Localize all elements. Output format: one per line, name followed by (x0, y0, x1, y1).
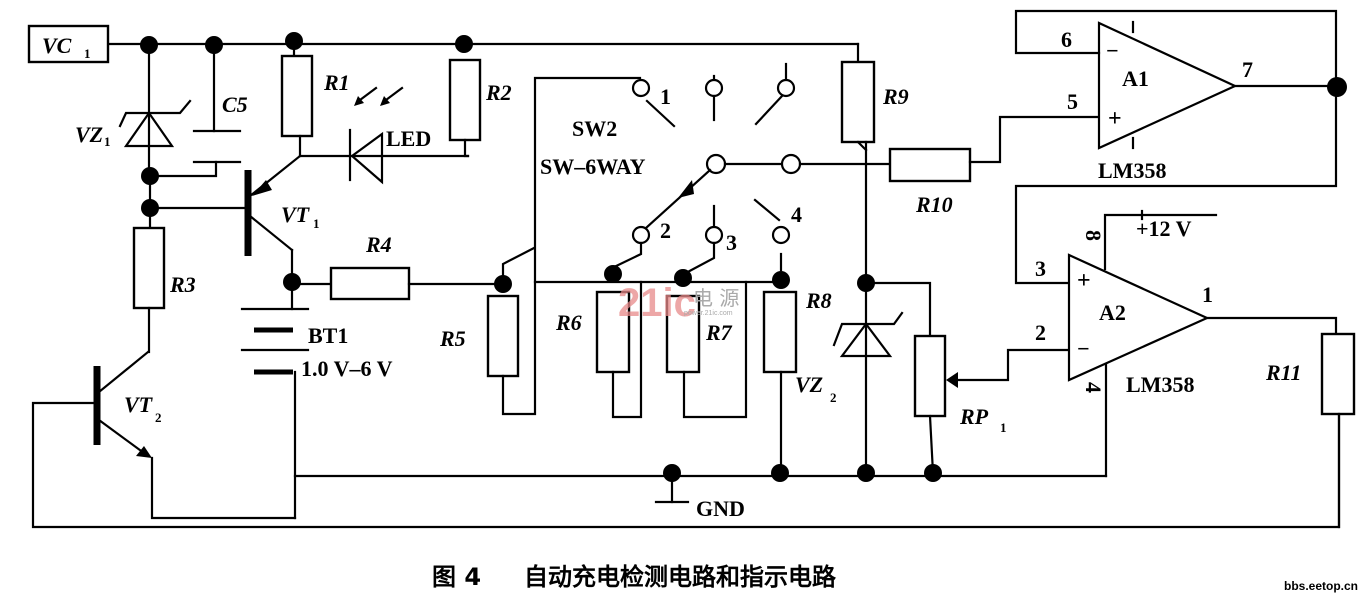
potentiometer-rp1 (864, 281, 1070, 475)
switch-contact-3 (704, 225, 724, 245)
a1-name: A1 (1122, 66, 1149, 91)
a2-minus: − (1077, 336, 1090, 361)
a2-pin-8: 8 (1081, 230, 1106, 241)
resistor-r6 (595, 280, 643, 419)
watermark-cn: 电 源 (693, 286, 739, 310)
figure-number: 图 4 (432, 563, 481, 591)
vc1-label: VC (42, 33, 72, 58)
r1-label: R1 (323, 70, 350, 95)
op-amp-a1 (1014, 9, 1338, 285)
vt2-label: VT (124, 392, 154, 417)
switch-position-2: 2 (660, 218, 671, 243)
vc1-terminal: VC 1 (27, 24, 110, 64)
switch-position-4: 4 (791, 202, 802, 227)
vz1-label: VZ (75, 122, 103, 147)
a2-pin-4: 4 (1081, 382, 1106, 393)
zener-diode-vz2 (832, 311, 904, 358)
op-amp-a2 (1067, 209, 1356, 529)
junction-dot (674, 269, 692, 287)
battery-bt1 (240, 280, 310, 520)
resistor-r7 (665, 280, 748, 419)
resistor-r1 (280, 39, 314, 158)
r3-label: R3 (169, 272, 196, 297)
r2-label: R2 (485, 80, 512, 105)
resistor-r2 (448, 58, 482, 158)
a2-pin-2: 2 (1035, 320, 1046, 345)
r10-label: R10 (915, 192, 953, 217)
vz1-subscript: 1 (104, 134, 111, 149)
vz2-subscript: 2 (830, 390, 837, 405)
a1-plus: + (1108, 106, 1122, 132)
gnd-label: GND (696, 496, 745, 521)
rp1-subscript: 1 (1000, 420, 1007, 435)
a1-pin-6: 6 (1061, 27, 1072, 52)
r6-label: R6 (555, 310, 582, 335)
a2-pin-1: 1 (1202, 282, 1213, 307)
r9-label: R9 (882, 84, 909, 109)
junction-dot (604, 265, 622, 283)
r7-label: R7 (705, 320, 733, 345)
zener-diode-vz1 (118, 43, 192, 177)
sw2-label: SW2 (572, 116, 617, 141)
led-label: LED (386, 126, 431, 151)
bt1-label: BT1 (308, 323, 348, 348)
capacitor-c5 (150, 43, 242, 178)
resistor-r10 (888, 115, 1100, 183)
a2-pin-3: 3 (1035, 256, 1046, 281)
transistor-vt1 (244, 154, 302, 284)
vt1-label: VT (281, 202, 311, 227)
resistor-r5 (486, 76, 782, 416)
rotary-switch-sw2 (610, 62, 892, 276)
vt1-subscript: 1 (313, 216, 320, 231)
a2-plus: + (1077, 268, 1091, 294)
resistor-r3 (132, 226, 166, 354)
r11-label: R11 (1265, 360, 1301, 385)
vz2-label: VZ (795, 372, 823, 397)
a2-name: A2 (1099, 300, 1126, 325)
resistor-r9 (840, 60, 876, 475)
watermark: 21ic 电 源 power.21ic.com (618, 281, 739, 325)
a1-part: LM358 (1098, 158, 1166, 183)
resistor-r8 (762, 290, 798, 475)
top-supply-rail (106, 42, 860, 64)
a1-minus: − (1106, 38, 1119, 63)
junction-dot (663, 464, 681, 482)
supply-label: +12 V (1136, 216, 1192, 241)
switch-position-1: 1 (660, 84, 671, 109)
c5-label: C5 (222, 92, 248, 117)
vc1-subscript: 1 (84, 46, 91, 61)
a1-pin-7: 7 (1242, 57, 1253, 82)
r8-label: R8 (805, 288, 832, 313)
rp1-label: RP (959, 404, 989, 429)
switch-contact-4 (771, 225, 791, 245)
watermark-brand: 21ic (618, 281, 696, 325)
watermark-url: power.21ic.com (684, 310, 733, 317)
sw2-type: SW–6WAY (540, 154, 646, 179)
resistor-r4 (290, 266, 505, 301)
a2-part: LM358 (1126, 372, 1194, 397)
bt1-rating: 1.0 V–6 V (301, 356, 393, 381)
r4-label: R4 (365, 232, 392, 257)
vt2-subscript: 2 (155, 410, 162, 425)
source-credit: bbs.eetop.cn (1284, 579, 1358, 593)
r5-label: R5 (439, 326, 466, 351)
figure-caption: 自动充电检测电路和指示电路 (524, 563, 837, 591)
junction-dot (772, 271, 790, 289)
a1-pin-5: 5 (1067, 89, 1078, 114)
junction-dot (455, 35, 473, 53)
junction-dot (1327, 77, 1347, 97)
switch-position-3: 3 (726, 230, 737, 255)
switch-contact-2 (631, 225, 651, 245)
switch-contact-1 (631, 78, 651, 98)
led (298, 86, 470, 185)
